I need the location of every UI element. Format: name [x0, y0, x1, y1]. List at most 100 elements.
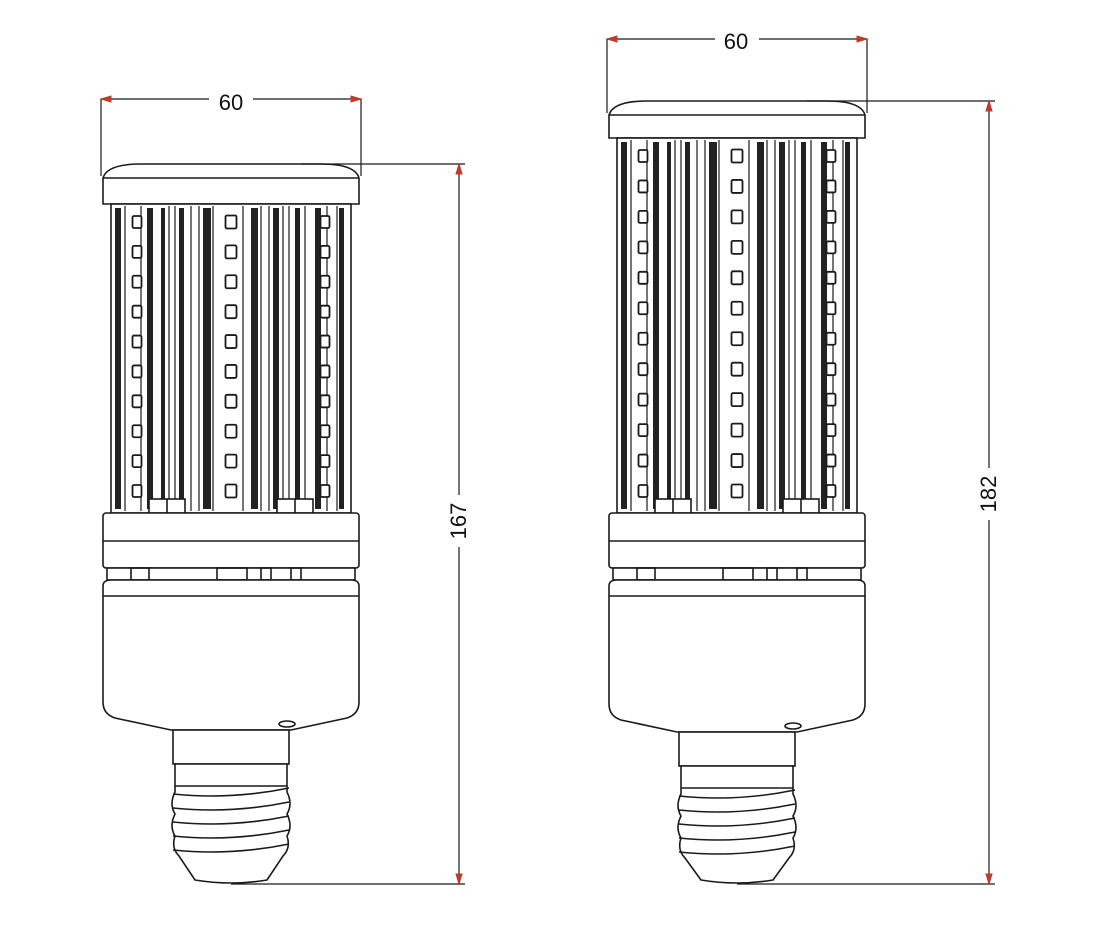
top-cap — [102, 163, 360, 205]
led-chip — [825, 453, 837, 468]
led-chip — [637, 210, 649, 224]
driver-housing — [608, 579, 866, 733]
led-chip — [730, 422, 744, 438]
width-dimension-label-short: 60 — [219, 90, 243, 115]
led-chip — [319, 454, 331, 469]
screw-thread-3 — [678, 831, 796, 841]
heat-fin-7 — [295, 208, 300, 509]
heat-fin-0 — [115, 208, 121, 509]
led-chip — [319, 244, 331, 259]
led-chip — [637, 301, 649, 316]
screw-thread-2 — [678, 817, 796, 827]
height-dimension-label-tall: 182 — [976, 476, 1001, 513]
driver-housing — [102, 579, 360, 731]
led-chip — [825, 270, 837, 285]
housing-vent-hole — [784, 722, 802, 730]
led-chip — [224, 364, 238, 379]
screw-thread-0 — [172, 787, 290, 797]
height-arrow-bottom — [985, 873, 993, 886]
heat-fin-0 — [621, 142, 627, 509]
led-chip — [637, 484, 649, 498]
vent-band — [612, 567, 862, 581]
led-chip — [825, 484, 837, 498]
heat-fin-5 — [757, 142, 764, 509]
height-arrow-bottom — [455, 873, 463, 886]
led-chip — [730, 453, 744, 468]
heat-fin-6 — [779, 142, 785, 509]
heat-fin-6 — [273, 208, 279, 509]
led-chip — [637, 331, 649, 346]
led-chip — [319, 424, 331, 439]
screw-thread-4 — [678, 845, 796, 855]
led-chip — [730, 239, 744, 255]
width-arrow-left — [99, 95, 112, 103]
led-chip — [637, 423, 649, 437]
led-chip — [131, 424, 143, 439]
led-chip — [319, 274, 331, 289]
lamp-short — [99, 95, 465, 886]
led-chip — [825, 362, 837, 377]
led-chip — [319, 394, 331, 409]
led-chip — [825, 392, 837, 407]
heat-fin-9 — [845, 142, 850, 509]
led-chip — [825, 331, 837, 346]
led-chip — [637, 240, 649, 255]
led-chip — [637, 149, 649, 163]
height-dimension-label-short: 167 — [446, 503, 471, 540]
led-chip — [825, 423, 837, 437]
screw-base — [677, 765, 797, 884]
width-arrow-left — [605, 35, 618, 43]
screw-thread-2 — [172, 815, 290, 825]
heat-fin-7 — [801, 142, 806, 509]
led-chip — [131, 304, 143, 319]
led-chip — [319, 364, 331, 379]
led-chip — [224, 334, 238, 349]
led-chip — [224, 304, 238, 320]
heat-fin-4 — [709, 142, 717, 509]
screw-thread-1 — [678, 803, 796, 813]
height-arrow-top — [985, 99, 993, 112]
screw-thread-3 — [172, 829, 290, 839]
heat-fin-8 — [315, 208, 321, 509]
heat-fin-8 — [821, 142, 827, 509]
heat-fin-3 — [179, 208, 184, 509]
heat-fin-1 — [147, 208, 153, 509]
led-chip — [637, 270, 649, 285]
led-chip — [825, 149, 837, 163]
led-chip — [224, 483, 238, 499]
base-neck — [172, 729, 290, 765]
led-chip — [131, 215, 143, 229]
led-chip — [319, 304, 331, 319]
heat-fin-3 — [685, 142, 690, 509]
led-chip — [730, 179, 744, 194]
led-chip — [637, 453, 649, 468]
width-dimension-label-tall: 60 — [724, 29, 748, 54]
led-chip — [224, 274, 238, 290]
led-chip — [825, 240, 837, 255]
led-chip — [224, 423, 238, 439]
height-arrow-top — [455, 162, 463, 175]
housing-vent-hole — [278, 720, 296, 728]
led-chip — [131, 274, 143, 289]
led-chip — [319, 484, 331, 498]
led-chip — [730, 331, 744, 347]
led-chip — [319, 334, 331, 349]
led-chip — [637, 179, 649, 194]
led-chip — [730, 209, 744, 225]
led-chip — [730, 300, 744, 316]
led-chip — [825, 179, 837, 194]
screw-thread-4 — [172, 843, 290, 853]
led-chip — [730, 483, 744, 499]
led-chip — [131, 244, 143, 259]
led-chip — [730, 270, 744, 286]
heat-fin-4 — [203, 208, 211, 509]
led-chip — [131, 364, 143, 379]
led-chip — [825, 210, 837, 224]
led-chip — [131, 394, 143, 409]
led-chip — [224, 393, 238, 409]
heat-fin-2 — [667, 142, 671, 509]
heat-fin-5 — [251, 208, 258, 509]
led-chip — [730, 392, 744, 408]
